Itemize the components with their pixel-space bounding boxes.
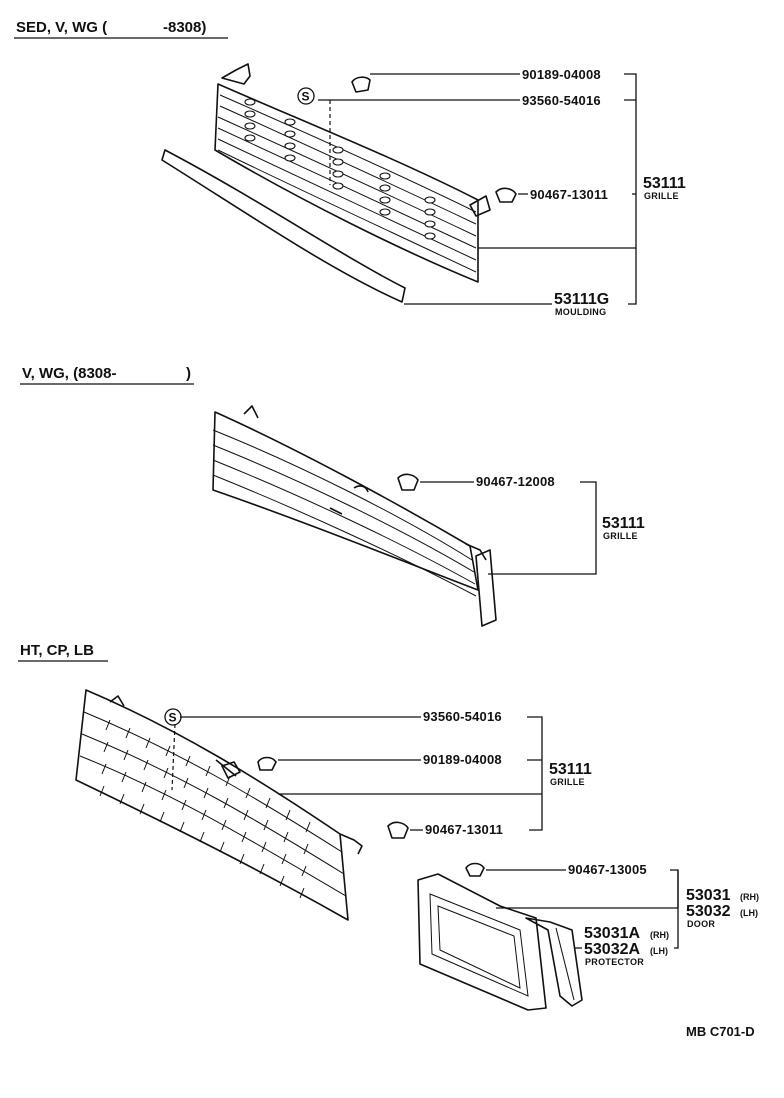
door-rh-tag: (RH) xyxy=(740,892,759,902)
section-v-wg: V, WG, (8308- ) 90467-12008 53111 GRILLE xyxy=(20,365,660,627)
footer-code: MB C701-D xyxy=(686,1024,755,1039)
grille-drawing xyxy=(161,63,491,303)
screw-mark: S xyxy=(169,711,177,725)
assembly-number: 53111 xyxy=(643,175,686,192)
assembly-number: 53111 xyxy=(602,515,645,532)
section-header-end: ) xyxy=(186,365,191,382)
section-header: HT, CP, LB xyxy=(20,642,94,659)
part-number: 90467-13011 xyxy=(530,187,608,202)
leader-line xyxy=(370,73,637,249)
moulding-number: 53111G xyxy=(554,291,609,308)
protector-name: PROTECTOR xyxy=(585,957,644,967)
section-header: SED, V, WG ( xyxy=(16,19,107,36)
part-number: 90189-04008 xyxy=(423,752,502,767)
protector-rh-number: 53031A xyxy=(584,925,640,942)
section-ht-cp-lb: HT, CP, LB S xyxy=(18,642,780,1011)
leader-line xyxy=(420,481,597,575)
clip-icon xyxy=(387,821,409,839)
part-number: 90467-13005 xyxy=(568,862,647,877)
assembly-name: GRILLE xyxy=(603,531,638,541)
section-header-end: -8308) xyxy=(163,19,206,36)
door-lh-number: 53032 xyxy=(686,903,731,920)
clip-icon xyxy=(397,473,419,491)
door-name: DOOR xyxy=(687,919,715,929)
clip-icon xyxy=(465,862,485,877)
leader-line xyxy=(404,248,637,305)
part-number: 90467-13011 xyxy=(425,822,503,837)
assembly-name: GRILLE xyxy=(550,777,585,787)
protector-rh-tag: (RH) xyxy=(650,930,669,940)
grille-drawing xyxy=(212,405,497,627)
clip-icon xyxy=(221,761,241,779)
part-number: 93560-54016 xyxy=(522,93,601,108)
section-sed-v-wg: SED, V, WG ( -8308) xyxy=(14,19,701,317)
screw-icon: S xyxy=(164,708,182,726)
screw-icon: S xyxy=(297,87,315,105)
door-rh-number: 53031 xyxy=(686,887,731,904)
door-lh-tag: (LH) xyxy=(740,908,758,918)
screw-mark: S xyxy=(302,90,310,104)
assembly-name: GRILLE xyxy=(644,191,679,201)
part-number: 93560-54016 xyxy=(423,709,502,724)
protector-lh-tag: (LH) xyxy=(650,946,668,956)
door-drawing xyxy=(417,873,583,1011)
part-number: 90189-04008 xyxy=(522,67,601,82)
protector-lh-number: 53032A xyxy=(584,941,640,958)
grille-holes xyxy=(244,98,436,240)
clip-icon xyxy=(351,76,371,93)
moulding-name: MOULDING xyxy=(555,307,606,317)
section-header: V, WG, (8308- xyxy=(22,365,116,382)
part-number: 90467-12008 xyxy=(476,474,555,489)
grille-fins xyxy=(99,719,311,899)
grille-drawing xyxy=(75,689,363,921)
leader-line xyxy=(180,716,543,831)
moulding-strip xyxy=(161,149,406,303)
clip-icon xyxy=(257,756,277,771)
assembly-number: 53111 xyxy=(549,761,592,778)
clip-icon xyxy=(495,187,517,203)
